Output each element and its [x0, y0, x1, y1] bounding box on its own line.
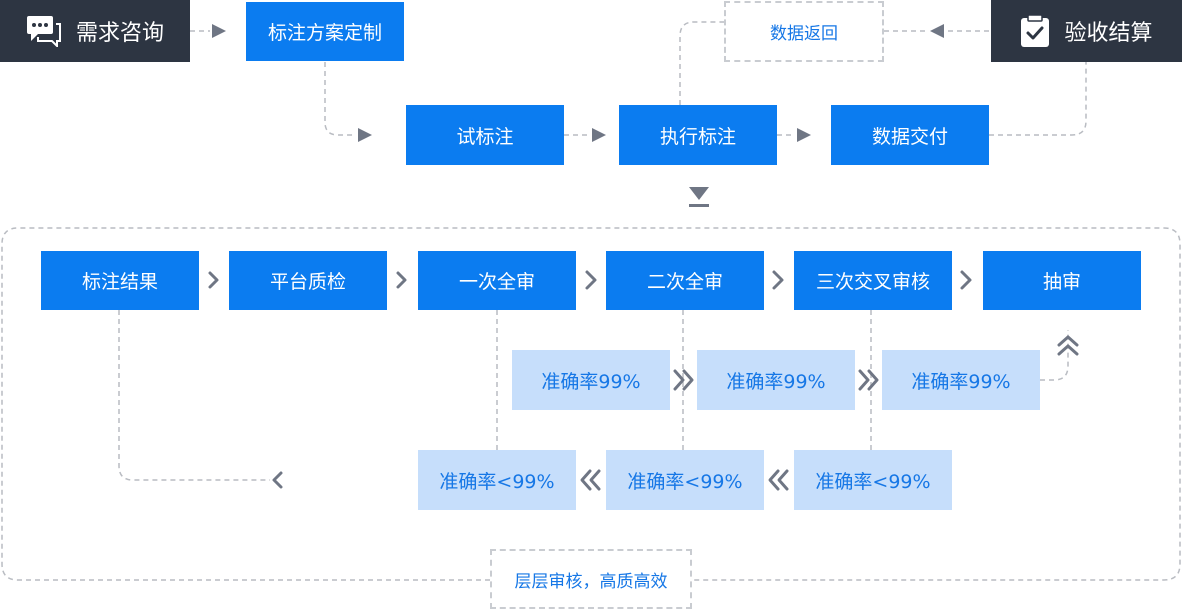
double-chevron-left-icon — [768, 469, 780, 491]
arrow-right-icon — [592, 128, 606, 142]
fail-label: 准确率<99% — [627, 470, 743, 493]
arrow-right-icon — [797, 128, 811, 142]
consult-box: 需求咨询 — [0, 0, 190, 62]
review-step: 一次全审 — [418, 251, 576, 310]
data-return-label: 数据返回 — [770, 24, 838, 44]
pass-box: 准确率99% — [512, 350, 670, 410]
customize-label: 标注方案定制 — [267, 22, 382, 44]
arrow-left-icon — [930, 24, 944, 38]
review-step-label: 一次全审 — [458, 271, 535, 293]
execute-box: 执行标注 — [619, 105, 777, 165]
fail-label: 准确率<99% — [439, 470, 555, 493]
double-chevron-up-icon — [1057, 335, 1079, 347]
review-step: 平台质检 — [229, 251, 387, 310]
arrow-right-icon — [358, 128, 372, 142]
arrow-down-bar — [689, 204, 709, 207]
arrow-down-icon — [689, 187, 709, 200]
review-step-label: 抽审 — [1042, 271, 1081, 293]
fail-box: 准确率<99% — [606, 450, 764, 510]
double-chevron-right-icon — [673, 369, 685, 391]
review-caption-label: 层层审核，高质高效 — [514, 571, 668, 592]
delivery-label: 数据交付 — [871, 125, 948, 148]
chevron-right-icon — [396, 271, 407, 289]
pass-box: 准确率99% — [882, 350, 1040, 410]
review-step: 三次交叉审核 — [794, 251, 952, 310]
customize-box: 标注方案定制 — [246, 2, 404, 61]
consult-label: 需求咨询 — [75, 21, 164, 46]
trial-box: 试标注 — [406, 105, 564, 165]
pass-label: 准确率99% — [911, 370, 1011, 393]
double-chevron-left-icon — [580, 469, 592, 491]
clipboard-check-icon — [1020, 14, 1050, 48]
double-chevron-right-icon — [858, 369, 870, 391]
chevron-right-icon — [208, 271, 219, 289]
acceptance-box: 验收结算 — [991, 0, 1182, 62]
review-step: 二次全审 — [606, 251, 764, 310]
pass-label: 准确率99% — [726, 370, 826, 393]
data-return-box: 数据返回 — [724, 1, 884, 62]
chevron-right-icon — [772, 270, 784, 290]
review-step: 标注结果 — [41, 251, 199, 310]
execute-label: 执行标注 — [659, 125, 736, 148]
delivery-box: 数据交付 — [831, 105, 989, 165]
fail-box: 准确率<99% — [794, 450, 952, 510]
fail-box: 准确率<99% — [418, 450, 576, 510]
acceptance-label: 验收结算 — [1064, 21, 1153, 46]
review-step-label: 平台质检 — [269, 271, 346, 293]
review-step: 抽审 — [983, 251, 1141, 310]
chevron-right-icon — [960, 270, 972, 290]
arrow-right-icon — [212, 24, 226, 38]
chevron-right-icon — [585, 270, 597, 290]
chevron-left-icon — [272, 471, 283, 489]
review-caption: 层层审核，高质高效 — [490, 549, 692, 609]
pass-box: 准确率99% — [697, 350, 855, 410]
review-step-label: 标注结果 — [81, 271, 158, 293]
chat-icon — [26, 15, 62, 47]
fail-label: 准确率<99% — [815, 470, 931, 493]
pass-label: 准确率99% — [541, 370, 641, 393]
trial-label: 试标注 — [456, 125, 514, 148]
review-step-label: 三次交叉审核 — [815, 271, 930, 293]
review-step-label: 二次全审 — [646, 271, 723, 293]
